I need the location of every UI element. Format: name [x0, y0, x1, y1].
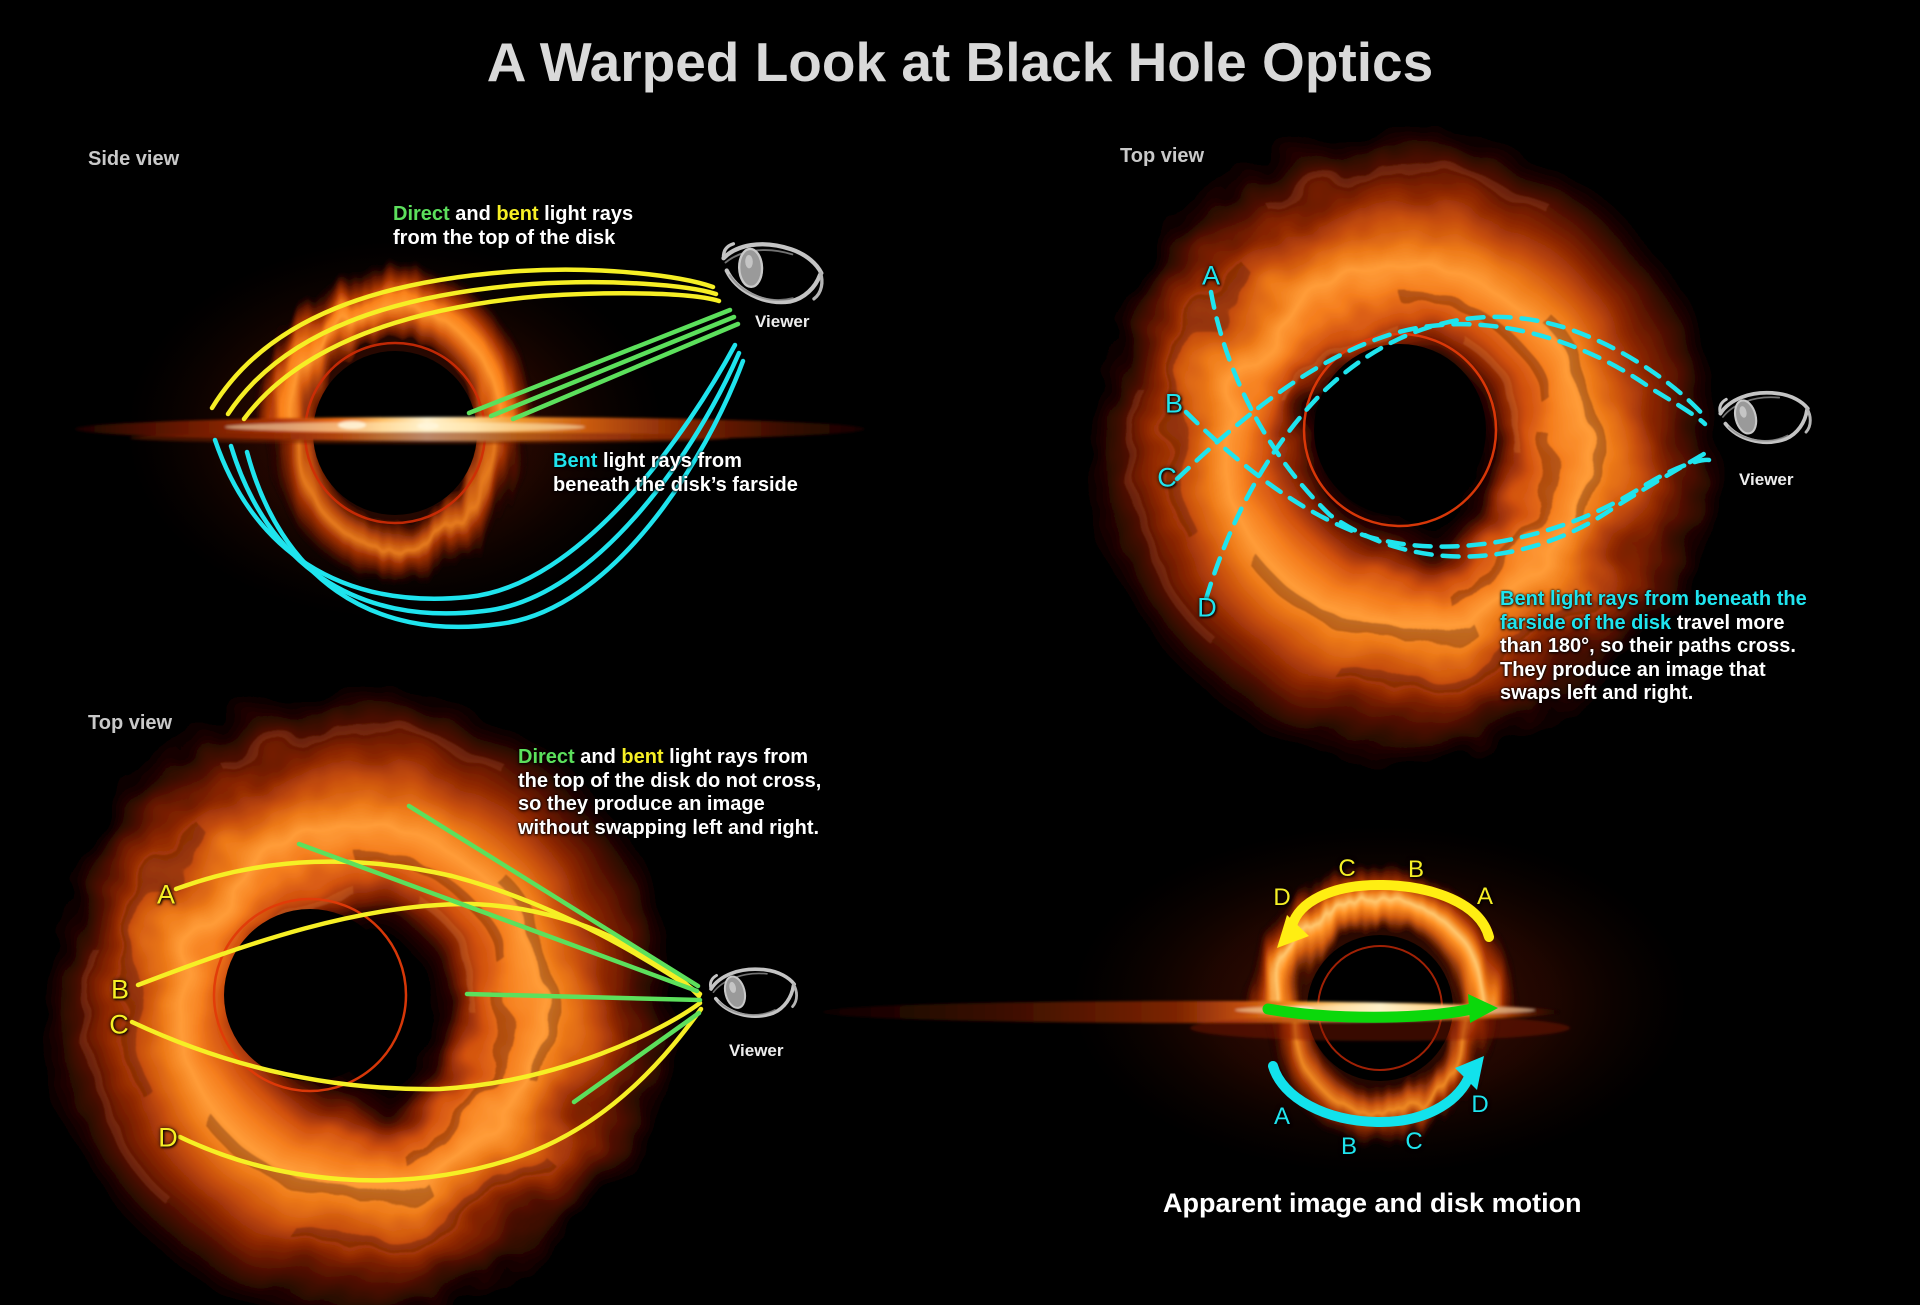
ray-label-c: C — [109, 1009, 129, 1040]
viewer-label: Viewer — [755, 312, 810, 331]
bottom-image-motion-arrow — [1268, 1056, 1484, 1128]
image-label-d: D — [1273, 884, 1291, 911]
image-label-b: B — [1340, 1133, 1358, 1160]
light-rays-direct — [466, 307, 741, 422]
light-rays-bent-top — [129, 859, 704, 1183]
light-rays-direct — [296, 803, 703, 1105]
bent-light-rays-dashed — [1174, 289, 1712, 602]
ray-label-d: D — [158, 1122, 178, 1153]
page-title: A Warped Look at Black Hole Optics — [486, 31, 1434, 93]
arrowhead — [1468, 994, 1498, 1023]
top-image-motion-arrow — [1277, 879, 1494, 948]
ray-label-a: A — [156, 879, 176, 910]
viewer-label: Viewer — [1739, 470, 1794, 489]
image-label-d: D — [1471, 1091, 1489, 1118]
image-label-a: A — [1476, 883, 1494, 910]
viewer-eye-icon — [710, 969, 796, 1016]
arrowhead — [1277, 915, 1309, 948]
arrowhead — [1455, 1056, 1484, 1090]
black-hole-top-view-left — [0, 629, 797, 1305]
image-label-c: C — [1338, 855, 1356, 882]
disk-motion-arrow — [1262, 994, 1498, 1023]
ray-label-b: B — [110, 974, 130, 1005]
apparent-image-caption: Apparent image and disk motion — [1163, 1188, 1582, 1218]
ray-label-b: B — [1164, 388, 1184, 419]
image-label-b: B — [1407, 856, 1425, 883]
black-hole-apparent-image — [822, 825, 1690, 1175]
light-rays-bent-beneath — [212, 342, 746, 630]
viewer-eye-icon — [1720, 393, 1810, 442]
image-label-c: C — [1405, 1128, 1423, 1155]
top-view-right-label: Top view — [1120, 145, 1205, 167]
ray-label-c: C — [1157, 462, 1177, 493]
black-hole-top-view-right — [1029, 69, 1810, 820]
image-label-a: A — [1273, 1103, 1291, 1130]
black-hole-side-view — [75, 235, 865, 630]
top-view-left-label: Top view — [88, 712, 173, 734]
viewer-eye-icon — [716, 235, 828, 311]
ray-label-d: D — [1197, 592, 1217, 623]
side-view-label: Side view — [88, 148, 180, 170]
ray-label-a: A — [1201, 260, 1221, 291]
light-rays-bent-top — [209, 267, 722, 422]
viewer-label: Viewer — [729, 1041, 784, 1060]
